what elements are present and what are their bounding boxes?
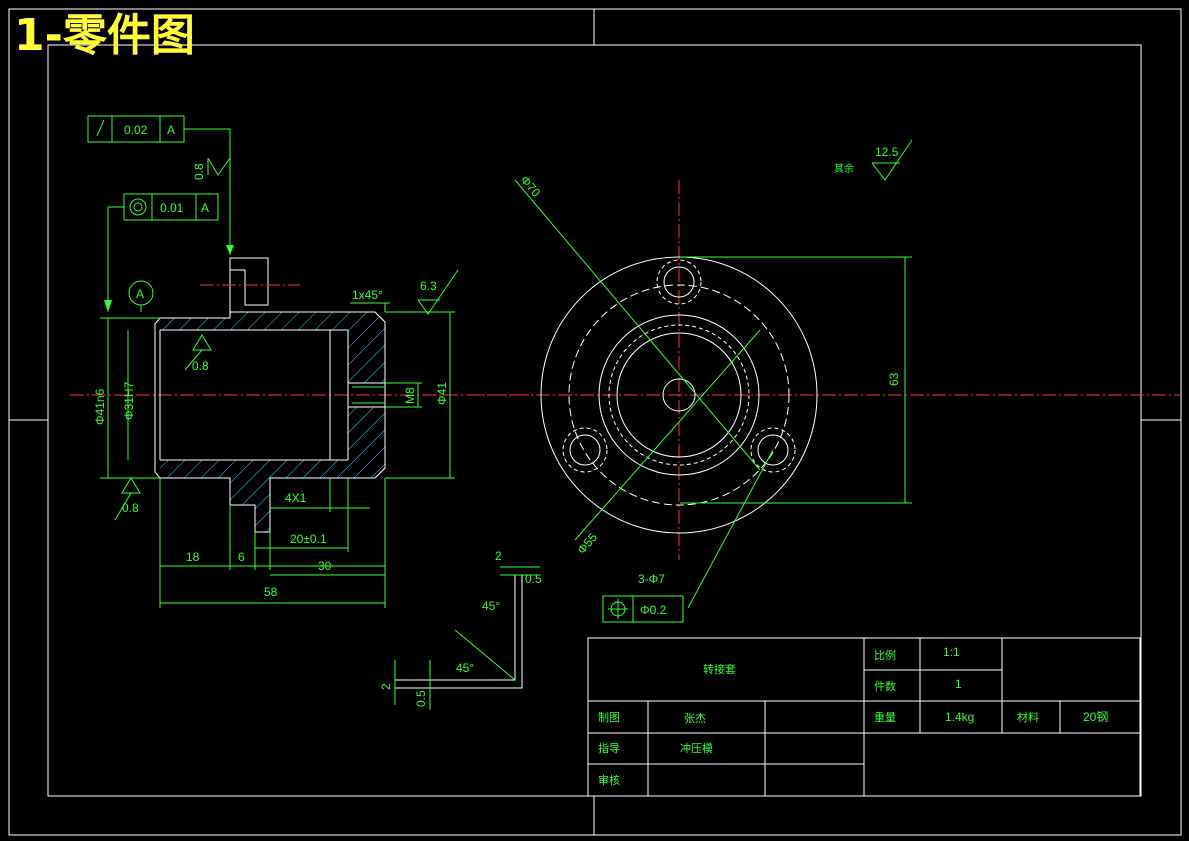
- surface-finish-chamfer: 6.3: [417, 269, 459, 315]
- weight-value: 1.4kg: [945, 710, 974, 724]
- section-view: [70, 257, 530, 533]
- finish-rest-note: 其余: [834, 162, 854, 175]
- front-view: [470, 180, 1180, 560]
- coaxiality-value: 0.01: [160, 201, 184, 215]
- surface-finish-rest: 12.5 其余: [834, 139, 913, 181]
- len-20-dim: 20±0.1: [290, 532, 327, 546]
- scale-label: 比例: [874, 648, 896, 662]
- scale-value: 1:1: [943, 645, 960, 659]
- chamfer-dim: 1x45°: [352, 288, 383, 302]
- thread-dim: M8: [403, 387, 417, 404]
- finish-top-value: 0.8: [192, 163, 206, 180]
- position-value: Φ0.2: [640, 603, 667, 617]
- part-name: 转接套: [703, 662, 736, 676]
- finish-bottom-value: 0.8: [122, 501, 139, 515]
- detail-dim-05-top: 0.5: [525, 572, 542, 586]
- surface-finish-bottom: 0.8: [114, 477, 141, 521]
- len-18-dim: 18: [186, 550, 200, 564]
- detail-dim-2-left: 2: [379, 683, 393, 690]
- front-dimensions: Φ70 Φ55 63 3-Φ7: [514, 173, 912, 609]
- dia-flange-dim: Φ41: [435, 382, 449, 405]
- dia-outer-dim: Φ41n6: [93, 388, 107, 425]
- detail-angle-bottom: 45°: [456, 661, 474, 675]
- material-value: 20钢: [1083, 710, 1108, 724]
- coaxiality-datum: A: [201, 201, 209, 215]
- detail-angle-top: 45°: [482, 599, 500, 613]
- section-dimensions: 1x45° Φ41n6 Φ31H7 M8 Φ41 4X1 20±0.1 18 6…: [93, 288, 455, 608]
- finish-chamfer-value: 6.3: [420, 279, 437, 293]
- detail-dim-2-top: 2: [495, 549, 502, 563]
- finish-bore-value: 0.8: [192, 359, 209, 373]
- sheet-title: 1-零件图: [14, 10, 195, 61]
- finish-rest-value: 12.5: [875, 145, 899, 159]
- dia-bore-dim: Φ31H7: [122, 381, 136, 420]
- review-label: 审核: [598, 773, 620, 787]
- drawn-value: 张杰: [684, 712, 706, 725]
- guide-value: 冲压模: [680, 741, 713, 755]
- len-6-dim: 6: [238, 550, 245, 564]
- datum-a-label: A: [136, 287, 144, 301]
- runout-value: 0.02: [124, 123, 148, 137]
- guide-label: 指导: [598, 741, 620, 755]
- material-label: 材料: [1017, 710, 1039, 724]
- surface-finish-bore: 0.8: [184, 334, 212, 373]
- surface-finish-top: 0.8: [192, 157, 231, 180]
- qty-label: 件数: [874, 680, 896, 693]
- datum-a: A: [128, 280, 154, 312]
- holes-dim: 3-Φ7: [638, 572, 665, 586]
- len-30-dim: 30: [318, 559, 332, 573]
- detail-dim-05-left: 0.5: [414, 690, 428, 707]
- coaxiality-frame: 0.01 A: [104, 193, 219, 312]
- weight-label: 重量: [874, 710, 896, 724]
- position-frame: Φ0.2: [602, 595, 684, 623]
- title-block: 转接套 比例 1:1 件数 1 制图 张杰 重量 1.4kg 材料 20钢 指导…: [587, 637, 1141, 797]
- groove-dim: 4X1: [285, 491, 307, 505]
- detail-view: 2 0.5 45° 45° 2 0.5: [379, 549, 542, 710]
- len-58-dim: 58: [264, 585, 278, 599]
- qty-value: 1: [955, 677, 962, 691]
- drawn-label: 制图: [598, 711, 620, 724]
- runout-datum: A: [167, 123, 175, 137]
- height-63-dim: 63: [887, 372, 901, 386]
- runout-frame: 0.02 A: [87, 115, 234, 255]
